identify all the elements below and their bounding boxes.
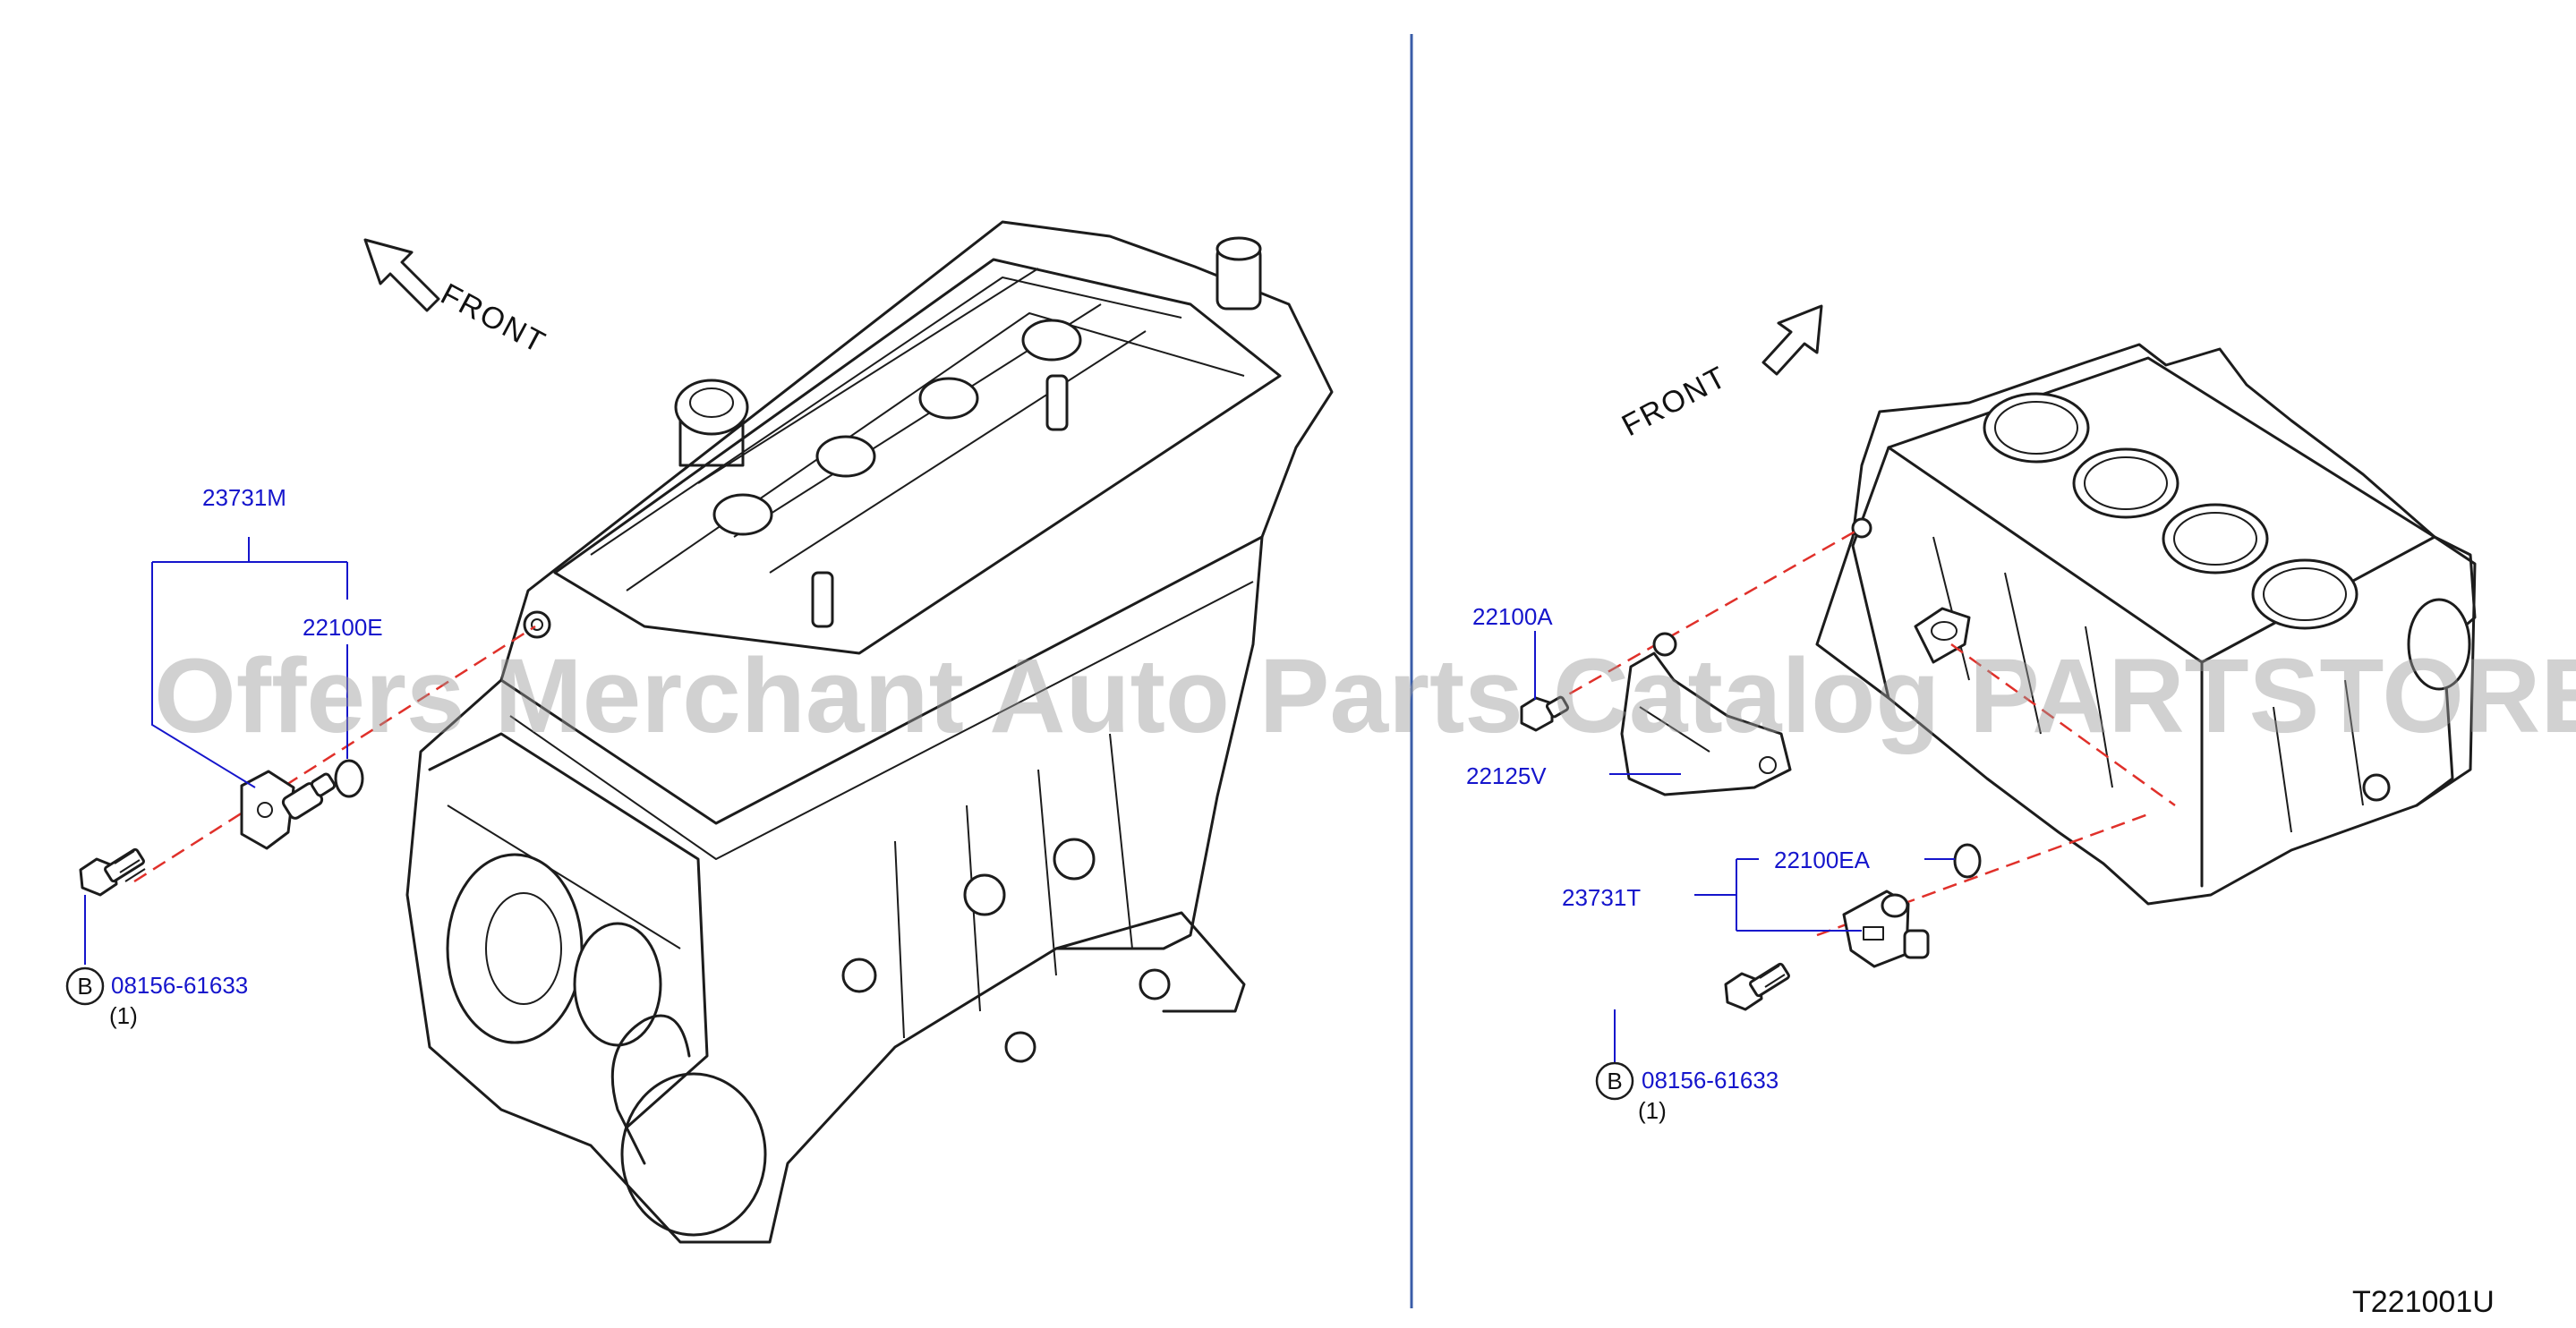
front-arrow-left: FRONT: [363, 238, 551, 361]
plug-right: [1520, 695, 1570, 732]
bolt-right: [1724, 962, 1790, 1011]
leader-23731M: [151, 537, 348, 788]
part-label-08156-right: 08156-61633: [1642, 1067, 1778, 1094]
camshaft-position-sensor-left: [240, 770, 337, 850]
bolt-qty-left: (1): [109, 1002, 138, 1029]
plug-centerline-right: [1530, 528, 1859, 718]
left-view: FRONT: [65, 220, 1334, 1244]
bolt-badge-letter-left: B: [77, 973, 92, 1000]
front-arrow-right: FRONT: [1616, 304, 1823, 443]
leader-23731T: [1694, 858, 1862, 932]
bracket-right: [1620, 632, 1792, 796]
part-label-22100EA: 22100EA: [1774, 847, 1871, 873]
bolt-badge-letter-right: B: [1607, 1068, 1622, 1094]
bolt-left: [79, 847, 146, 897]
engine-assembly: [405, 220, 1334, 1244]
watermark: Offers Merchant Auto Parts Catalog PARTS…: [154, 637, 2576, 755]
illustration-code: T221001U: [2352, 1285, 2495, 1319]
part-label-22100A: 22100A: [1472, 603, 1553, 630]
bracket-centerline-right: [1950, 643, 2176, 807]
front-label-left: FRONT: [435, 277, 551, 361]
part-label-23731T: 23731T: [1562, 884, 1641, 911]
part-label-08156-left: 08156-61633: [111, 972, 248, 999]
part-label-22125V: 22125V: [1466, 762, 1547, 789]
part-label-23731M: 23731M: [202, 484, 286, 511]
part-label-22100E: 22100E: [303, 614, 383, 641]
bolt-badge-right: B: [1595, 1061, 1634, 1101]
bolt-qty-right: (1): [1638, 1097, 1667, 1124]
sensor-centerline-left: [133, 625, 536, 883]
bolt-badge-left: B: [65, 966, 105, 1006]
o-ring-left: [334, 759, 364, 798]
cylinder-block: [1815, 343, 2477, 906]
right-view: FRONT: [1466, 304, 2477, 1124]
camshaft-position-sensor-right: [1842, 890, 1930, 968]
front-label-right: FRONT: [1616, 360, 1733, 443]
seal-right: [1953, 843, 1982, 879]
